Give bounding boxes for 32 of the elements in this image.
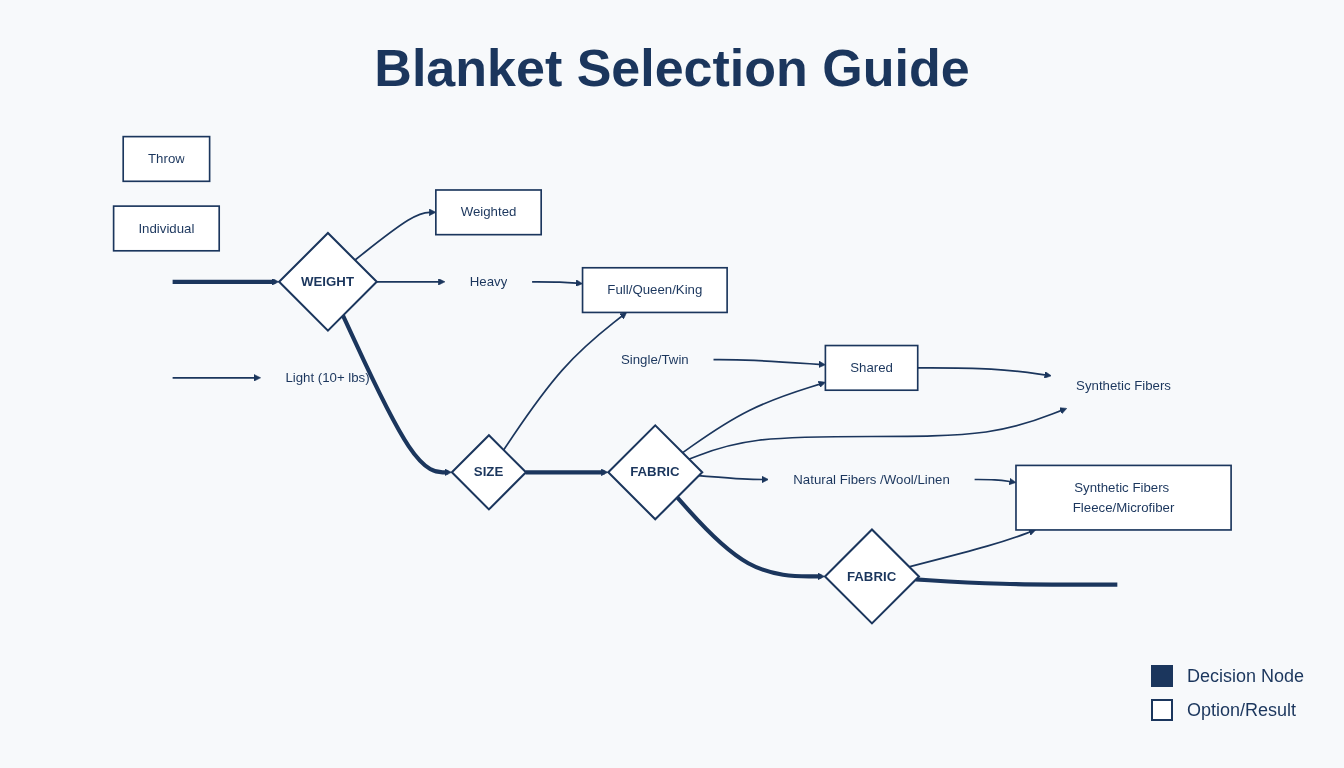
node-box: Shared [824, 344, 919, 392]
arrow [353, 208, 436, 262]
node-text: Heavy [469, 274, 507, 289]
arrow [973, 477, 1016, 486]
node-box: Synthetic Fibers Fleece/Microfiber [1014, 464, 1232, 531]
arrow [681, 380, 826, 454]
legend-label: Decision Node [1186, 665, 1304, 687]
node-box: Individual [112, 205, 220, 252]
arrow [172, 278, 279, 286]
node-text: Single/Twin [620, 352, 689, 367]
node-box: Throw [122, 135, 211, 183]
arrow [525, 468, 608, 476]
node-box: Full/Queen/King [581, 266, 728, 314]
diagram-title: Blanket Selection Guide [373, 38, 971, 98]
node-diamond: SIZE [450, 433, 528, 511]
node-box: Weighted [434, 189, 542, 236]
legend-label: Option/Result [1186, 699, 1296, 721]
arrow [502, 312, 627, 452]
arrow [687, 407, 1067, 461]
node-diamond: FABRIC [823, 527, 921, 625]
arrow [530, 279, 583, 287]
arrow [675, 495, 825, 581]
node-diamond: WEIGHT [277, 231, 378, 333]
arrow [340, 314, 452, 476]
connector [915, 577, 1117, 587]
arrow [171, 374, 261, 382]
node-diamond: FABRIC [606, 423, 704, 521]
node-text: Natural Fibers /Wool/Linen [792, 472, 950, 487]
node-text: Light (10+ lbs) [285, 370, 370, 385]
node-text: Synthetic Fibers [1075, 378, 1171, 393]
arrow [712, 358, 826, 368]
arrow [375, 278, 445, 286]
